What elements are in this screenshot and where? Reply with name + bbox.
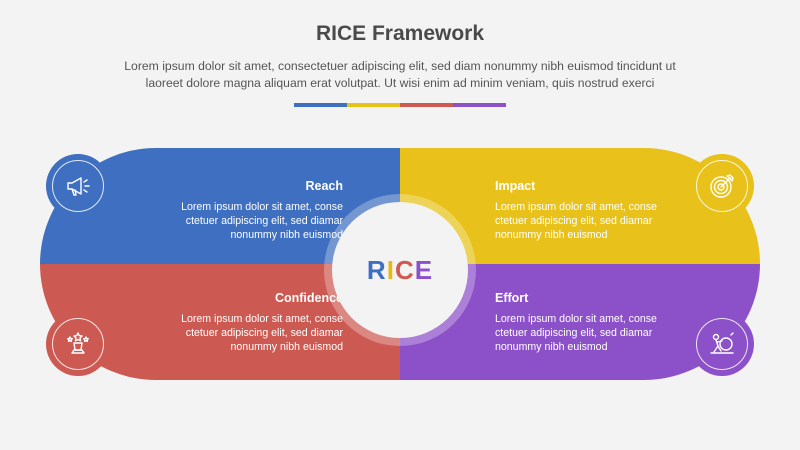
effort-icon [710,332,734,354]
impact-body-line: nonummy nibh euismod [495,228,608,241]
impact-body-line: Lorem ipsum dolor sit amet, conse [495,201,657,213]
effort-body-line: nonummy nibh euismod [495,340,608,353]
rice-letter-i: I [386,254,395,285]
award-icon [67,332,89,354]
page-description: Lorem ipsum dolor sit amet, consectetuer… [40,58,760,92]
impact-title: Impact [495,179,536,193]
effort-title: Effort [495,291,529,305]
accent-segment-purple [453,103,506,107]
impact-body-line: ctetuer adipiscing elit, sed diamar [495,214,653,227]
megaphone-icon [67,177,90,196]
effort-body-line: ctetuer adipiscing elit, sed diamar [495,326,653,339]
reach-title: Reach [305,179,343,193]
effort-icon-badge [690,312,754,376]
accent-divider [294,103,506,107]
reach-icon-badge [46,154,110,218]
description-line-1: Lorem ipsum dolor sit amet, consectetuer… [124,59,676,73]
reach-body-line: ctetuer adipiscing elit, sed diamar [185,214,343,227]
rice-acronym: RICE [367,255,433,286]
impact-body: Lorem ipsum dolor sit amet, conse ctetue… [495,201,685,242]
confidence-title: Confidence [274,291,343,305]
confidence-body-line: Lorem ipsum dolor sit amet, conse [181,313,343,325]
accent-segment-red [400,103,453,107]
effort-body-line: Lorem ipsum dolor sit amet, conse [495,313,657,325]
accent-segment-blue [294,103,347,107]
impact-icon-badge [690,154,754,218]
confidence-icon-badge [46,312,110,376]
confidence-body-line: ctetuer adipiscing elit, sed diamar [185,326,343,339]
center-circle: RICE [332,202,468,338]
description-line-2: laoreet dolore magna aliquam erat volutp… [145,76,655,90]
confidence-body: Lorem ipsum dolor sit amet, conse ctetue… [153,313,343,354]
target-icon [710,174,734,198]
rice-letter-c: C [394,254,415,285]
reach-body: Lorem ipsum dolor sit amet, conse ctetue… [153,201,343,242]
rice-letter-r: R [366,254,387,285]
reach-body-line: nonummy nibh euismod [230,228,343,241]
page-title: RICE Framework [315,22,485,45]
confidence-body-line: nonummy nibh euismod [230,340,343,353]
rice-letter-e: E [414,254,434,285]
reach-body-line: Lorem ipsum dolor sit amet, conse [181,201,343,213]
accent-segment-yellow [347,103,400,107]
effort-body: Lorem ipsum dolor sit amet, conse ctetue… [495,313,685,354]
